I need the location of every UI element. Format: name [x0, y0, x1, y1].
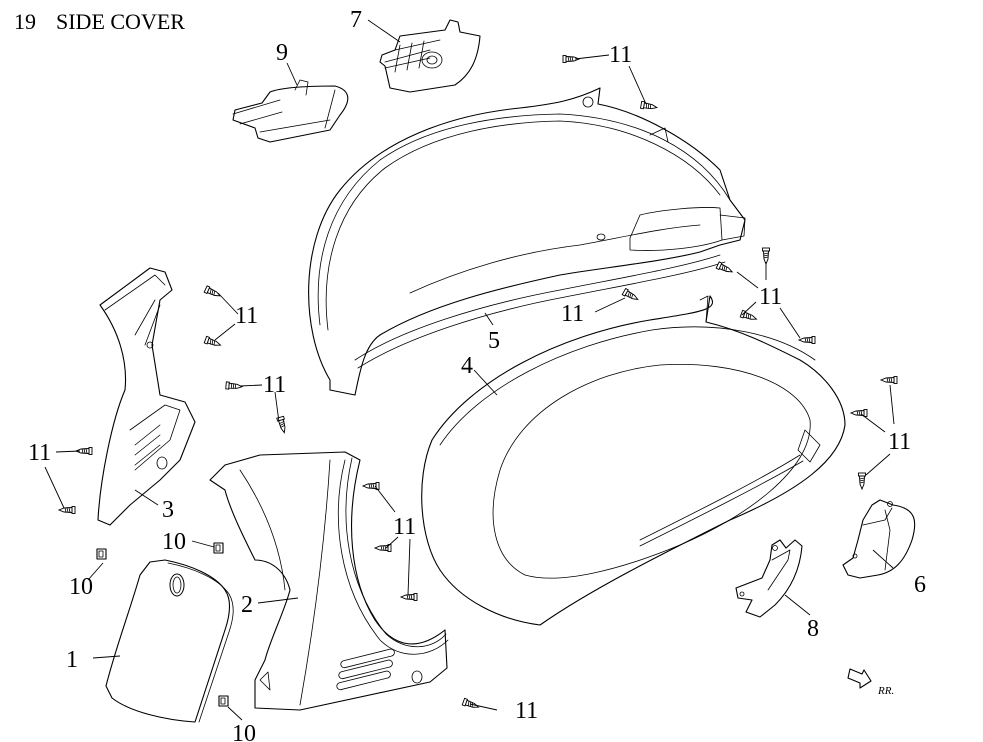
direction-marker: RR.: [847, 668, 894, 697]
screw-icon: [399, 593, 418, 601]
screw-icon: [203, 285, 222, 297]
clip-nut: [218, 695, 229, 707]
screw-icon: [74, 447, 93, 455]
part-7-grille-bracket: [379, 19, 481, 93]
screw-icon: [639, 100, 659, 110]
direction-label: RR.: [877, 685, 894, 697]
screw-icon: [203, 335, 222, 346]
label-part-5: 5: [488, 328, 500, 354]
label-part-1: 1: [66, 647, 78, 673]
part-1-cover-plate: [105, 559, 234, 723]
label-clip-nut-10: 10: [232, 721, 256, 742]
screw-icon: [373, 544, 392, 552]
label-screw-11: 11: [609, 42, 632, 68]
label-screw-11: 11: [263, 372, 286, 398]
clip-nut: [213, 542, 224, 554]
label-part-6: 6: [914, 572, 926, 598]
section-title: SIDE COVER: [56, 9, 185, 34]
part-6-rear-bracket: [842, 499, 916, 579]
screw-icon: [225, 381, 244, 390]
label-screw-11: 11: [515, 698, 538, 724]
screw-icon: [739, 309, 758, 320]
label-part-7: 7: [350, 7, 362, 33]
label-screw-11: 11: [28, 440, 51, 466]
label-screw-11: 11: [888, 429, 911, 455]
screw-icon: [849, 409, 868, 417]
label-part-2: 2: [241, 592, 253, 618]
screw-icon: [57, 506, 76, 514]
screw-icon: [858, 472, 866, 491]
fastener-labels: 10 10 10 11 11 11 11 11 11 11 11 11: [28, 42, 911, 742]
label-clip-nut-10: 10: [162, 529, 186, 555]
label-screw-11: 11: [393, 514, 416, 540]
screw-icon: [361, 482, 380, 490]
label-part-3: 3: [162, 497, 174, 523]
label-part-8: 8: [807, 616, 819, 642]
label-part-9: 9: [276, 40, 288, 66]
part-5-rear-upper-cover: [308, 87, 746, 396]
label-clip-nut-10: 10: [69, 574, 93, 600]
clip-nut: [96, 548, 107, 560]
label-screw-11: 11: [235, 303, 258, 329]
screw-icon: [797, 336, 816, 344]
label-screw-11: 11: [759, 284, 782, 310]
part-9-bracket: [232, 79, 349, 143]
part-3-inner-bracket: [97, 267, 196, 526]
screw-icon: [562, 55, 581, 63]
section-number: 19: [14, 9, 36, 34]
arrow-front-icon: [847, 668, 872, 689]
screw-icon: [621, 287, 639, 301]
screw-icon: [879, 376, 898, 384]
leader-lines: [44, 19, 895, 721]
label-part-4: 4: [461, 353, 473, 379]
part-4-rear-body-cover: [421, 295, 846, 626]
screw-icon: [762, 247, 770, 266]
label-screw-11: 11: [561, 301, 584, 327]
screw-icon: [715, 261, 734, 273]
part-8-rear-bracket: [735, 539, 803, 618]
part-labels: 1 2 3 4 5 6 7 8 9: [66, 7, 926, 673]
part-2-front-side-cover: [209, 451, 449, 711]
